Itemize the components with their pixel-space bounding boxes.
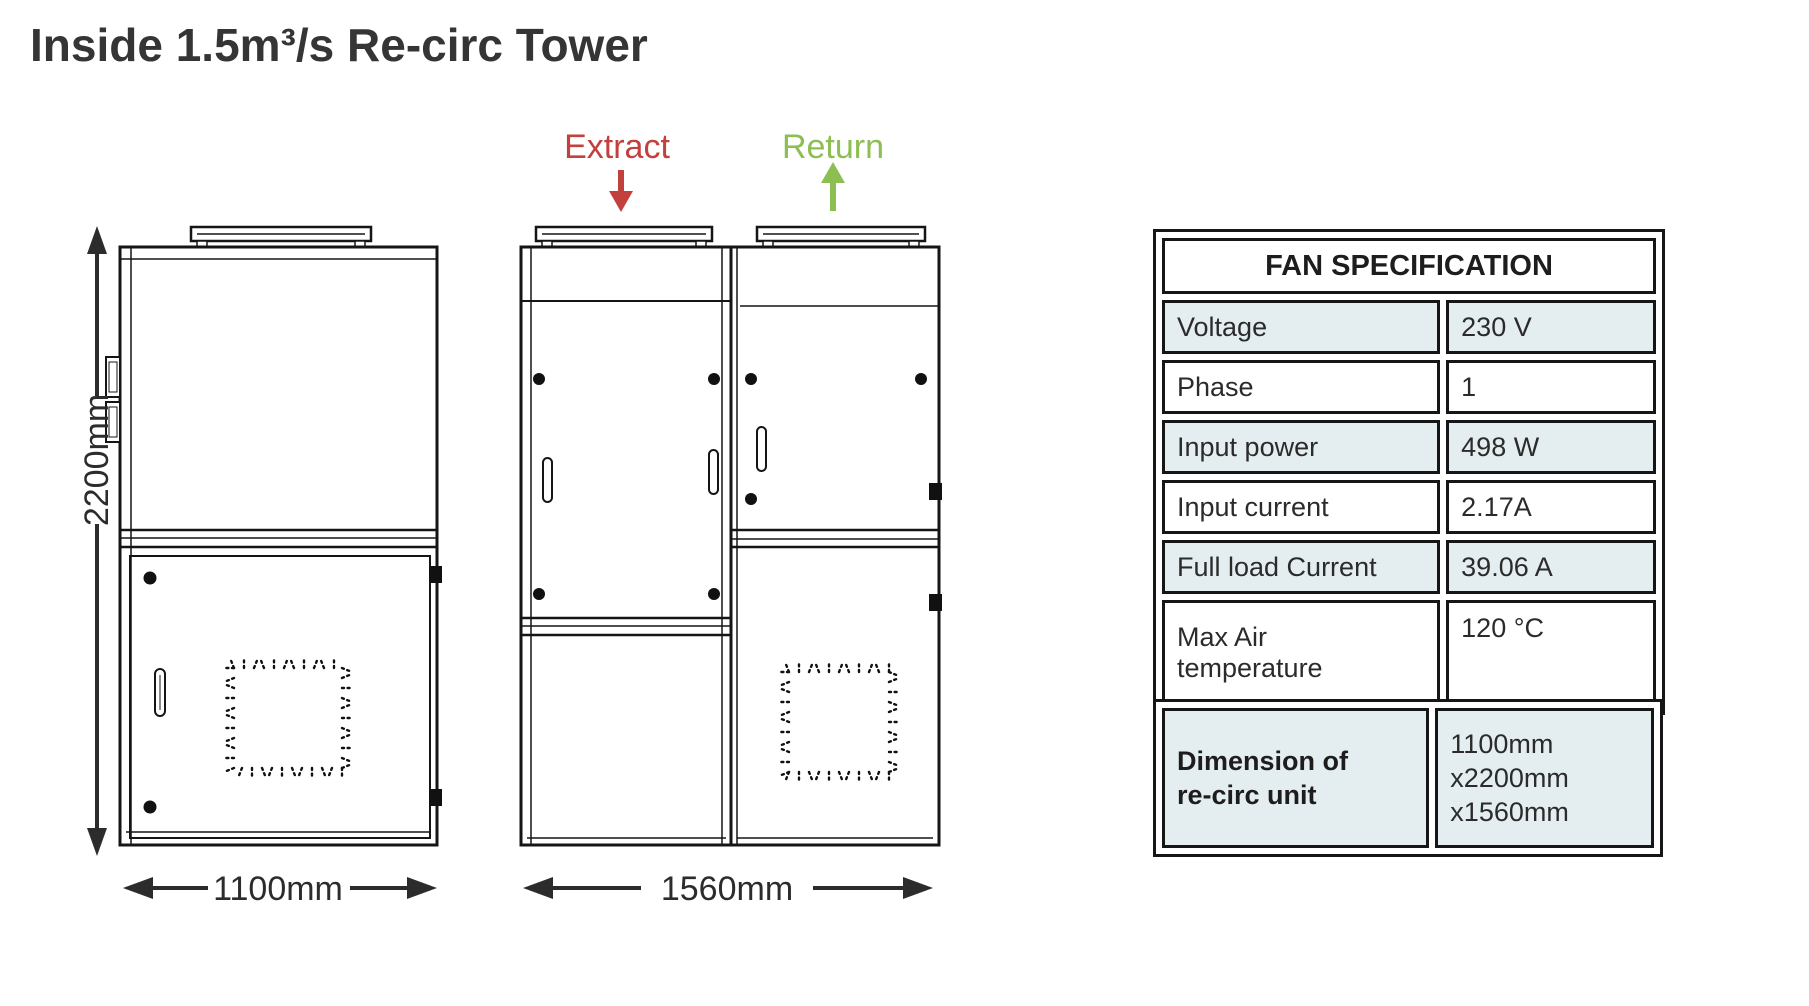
door-latch-handle	[542, 449, 719, 503]
spec-label: Input power	[1162, 420, 1441, 474]
return-section-top-cap	[755, 225, 927, 248]
table-row: Full load Current 39.06 A	[1162, 540, 1656, 594]
spec-value: 2.17A	[1446, 480, 1656, 534]
fan-spec-title: FAN SPECIFICATION	[1162, 238, 1656, 294]
side-width-dimension	[523, 877, 933, 899]
tower-front-divider	[120, 528, 437, 549]
return-arrow-icon	[821, 162, 845, 211]
spec-value: 498 W	[1446, 420, 1656, 474]
side-width-dimension-label: 1560mm	[661, 870, 793, 908]
door-latch-handle	[756, 426, 767, 472]
table-row: Phase 1	[1162, 360, 1656, 414]
tower-front-top-cap	[189, 225, 373, 248]
height-dimension	[87, 226, 107, 856]
page-title: Inside 1.5m³/s Re-circ Tower	[30, 19, 648, 71]
extract-section-divider	[521, 616, 731, 637]
door-fastener-dot	[143, 800, 157, 814]
return-section	[729, 245, 942, 847]
front-width-dimension-label: 1100mm	[213, 870, 343, 908]
spec-label: Phase	[1162, 360, 1441, 414]
arrow-down-icon	[87, 828, 107, 856]
tower-side-view	[519, 225, 942, 847]
return-label: Return	[782, 128, 884, 166]
spec-value: 230 V	[1446, 300, 1656, 354]
extract-arrow-icon	[609, 170, 633, 212]
table-row: Max Air temperature 120 °C	[1162, 600, 1656, 706]
door-hinge-block	[429, 566, 442, 583]
height-dimension-label: 2200mm	[78, 394, 116, 526]
arrow-left-icon	[123, 877, 153, 899]
door-latch-handle	[154, 668, 166, 717]
fan-spec-table: FAN SPECIFICATION Voltage 230 V Phase 1 …	[1153, 229, 1665, 715]
tower-front-view	[105, 225, 442, 847]
spec-label: Voltage	[1162, 300, 1441, 354]
table-row: Input current 2.17A	[1162, 480, 1656, 534]
vent-stitch-pattern	[223, 657, 353, 779]
table-header-row: FAN SPECIFICATION	[1162, 238, 1656, 294]
spec-value: 1	[1446, 360, 1656, 414]
return-section-divider	[731, 528, 939, 549]
table-row: Voltage 230 V	[1162, 300, 1656, 354]
door-fastener-dot	[143, 571, 157, 585]
tower-technical-drawing: Extract Return 2200mm 1100mm 1560mm	[78, 128, 942, 908]
extract-section	[519, 245, 733, 847]
dimension-value: 1100mm x2200mm x1560mm	[1435, 708, 1654, 848]
dimension-table: Dimension of re-circ unit 1100mm x2200mm…	[1153, 699, 1663, 857]
spec-value: 39.06 A	[1446, 540, 1656, 594]
arrow-right-icon	[903, 877, 933, 899]
door-hinge-block	[429, 789, 442, 806]
side-latch-tabs	[105, 356, 121, 443]
spec-label: Full load Current	[1162, 540, 1441, 594]
arrow-left-icon	[523, 877, 553, 899]
vent-stitch-pattern	[778, 661, 900, 783]
extract-label: Extract	[564, 128, 670, 166]
table-row: Input power 498 W	[1162, 420, 1656, 474]
door-hinge-block	[929, 483, 942, 500]
spec-value: 120 °C	[1446, 600, 1656, 706]
extract-section-top-cap	[534, 225, 714, 248]
spec-label: Max Air temperature	[1162, 600, 1441, 706]
dimension-label: Dimension of re-circ unit	[1162, 708, 1430, 848]
arrow-right-icon	[407, 877, 437, 899]
arrow-up-icon	[87, 226, 107, 254]
front-width-dimension	[123, 877, 437, 899]
door-hinge-block	[929, 594, 942, 611]
spec-label: Input current	[1162, 480, 1441, 534]
table-row: Dimension of re-circ unit 1100mm x2200mm…	[1162, 708, 1654, 848]
